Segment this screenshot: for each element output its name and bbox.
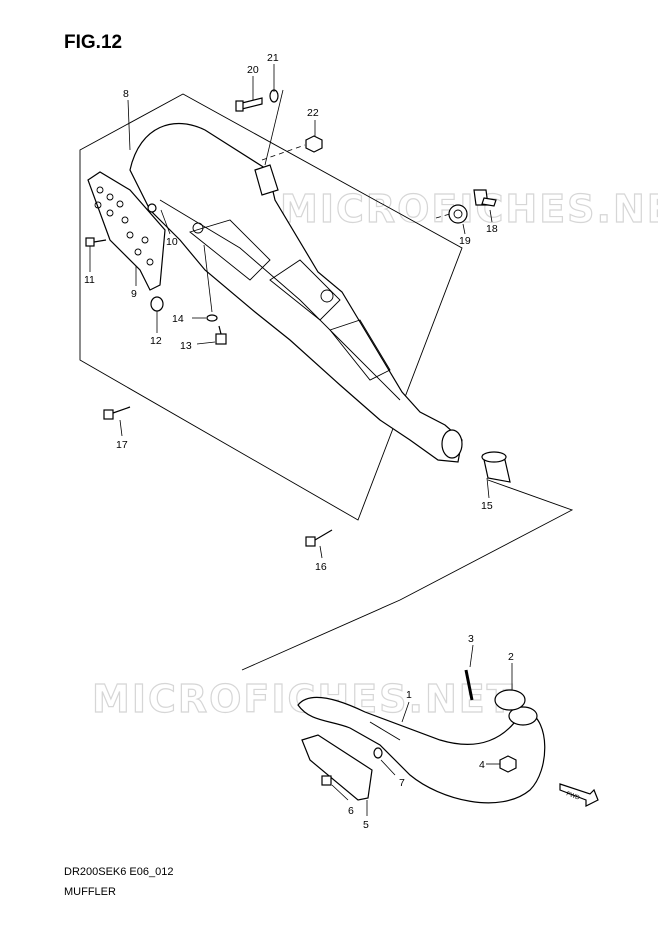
callout-10: 10 <box>166 236 178 248</box>
callout-22: 22 <box>307 107 319 119</box>
callout-12: 12 <box>150 335 162 347</box>
bolt-17[interactable] <box>103 406 131 420</box>
stud-bolt-3[interactable] <box>464 669 474 701</box>
grommet-19[interactable] <box>448 204 468 224</box>
callout-18: 18 <box>486 223 498 235</box>
bolt-6[interactable] <box>321 775 332 786</box>
bolt-18[interactable] <box>473 189 497 207</box>
exhaust-pipe[interactable] <box>297 696 546 804</box>
callout-11: 11 <box>84 274 95 286</box>
callout-16: 16 <box>315 561 327 573</box>
gasket-2[interactable] <box>494 689 526 711</box>
callout-19: 19 <box>459 235 471 247</box>
callout-13: 13 <box>180 340 192 352</box>
callout-5: 5 <box>363 819 369 831</box>
tail-pipe-cap[interactable] <box>481 451 511 483</box>
forward-arrow-icon: FWD <box>559 783 599 807</box>
callout-14: 14 <box>172 313 184 325</box>
callout-1: 1 <box>406 689 412 701</box>
bolt-10[interactable] <box>147 203 157 213</box>
bolt-20[interactable] <box>235 97 263 112</box>
nut-22[interactable] <box>305 135 323 153</box>
nut-4[interactable] <box>499 755 517 773</box>
watermark-top: MICROFICHES.NET <box>280 187 658 231</box>
callout-17: 17 <box>116 439 128 451</box>
watermark-bottom: MICROFICHES.NET <box>92 677 515 721</box>
muffler-assembly-outline <box>79 93 463 521</box>
heat-shield-plate[interactable] <box>87 171 166 291</box>
callout-20: 20 <box>247 64 259 76</box>
bolt-13[interactable] <box>215 325 227 345</box>
callout-21: 21 <box>267 52 279 64</box>
diagram-name: MUFFLER <box>64 886 116 898</box>
callout-8: 8 <box>123 88 129 100</box>
diagram-code: DR200SEK6 E06_012 <box>64 866 174 878</box>
callout-7: 7 <box>399 777 405 789</box>
figure-title: FIG.12 <box>64 32 123 53</box>
spacer-12[interactable] <box>150 296 164 312</box>
callout-4: 4 <box>479 759 485 771</box>
bolt-11[interactable] <box>85 237 107 247</box>
washer-14[interactable] <box>206 314 218 322</box>
callout-2: 2 <box>508 651 514 663</box>
callout-9: 9 <box>131 288 137 300</box>
callout-15: 15 <box>481 500 493 512</box>
bolt-16[interactable] <box>305 529 333 547</box>
callout-6: 6 <box>348 805 354 817</box>
muffler-body[interactable] <box>129 122 463 463</box>
callout-3: 3 <box>468 633 474 645</box>
washer-7[interactable] <box>373 747 383 759</box>
exhaust-pipe-outline <box>241 479 574 671</box>
pipe-protector-5[interactable] <box>301 734 373 801</box>
fwd-label: FWD <box>565 791 581 802</box>
